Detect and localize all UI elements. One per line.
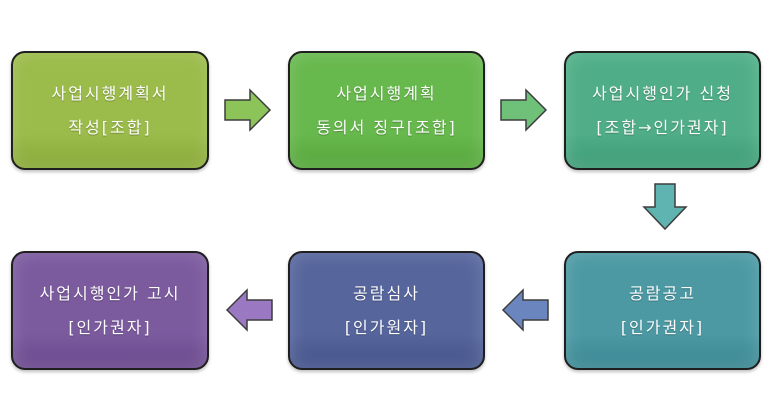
arrow-right-icon [224,88,272,132]
step-5-box: 공람심사 [인가원자] [288,251,485,370]
step-1-line1: 사업시행계획서 [51,83,169,103]
step-1-box: 사업시행계획서 작성[조합] [11,51,209,170]
step-5-line1: 공람심사 [353,283,420,303]
step-3-line2: [조합→인가권자] [596,117,729,137]
step-4-line2: [인가권자] [620,317,705,337]
arrow-right-icon [500,88,548,132]
step-4-box: 공람공고 [인가권자] [564,251,761,370]
step-4-line1: 공람공고 [629,283,696,303]
step-2-line2: 동의서 징구[조합] [316,117,457,137]
step-6-box: 사업시행인가 고시 [인가권자] [11,251,209,370]
step-6-line1: 사업시행인가 고시 [39,283,181,303]
arrow-left-icon [225,288,273,332]
step-3-box: 사업시행인가 신청 [조합→인가권자] [564,51,761,170]
arrow-down-icon [642,183,688,231]
step-5-line2: [인가원자] [344,317,429,337]
step-3-line1: 사업시행인가 신청 [592,83,733,103]
step-2-box: 사업시행계획 동의서 징구[조합] [288,51,485,170]
step-2-line1: 사업시행계획 [336,83,437,103]
step-6-line2: [인가권자] [68,317,152,337]
step-1-line2: 작성[조합] [68,117,152,137]
arrow-left-icon [501,288,549,332]
